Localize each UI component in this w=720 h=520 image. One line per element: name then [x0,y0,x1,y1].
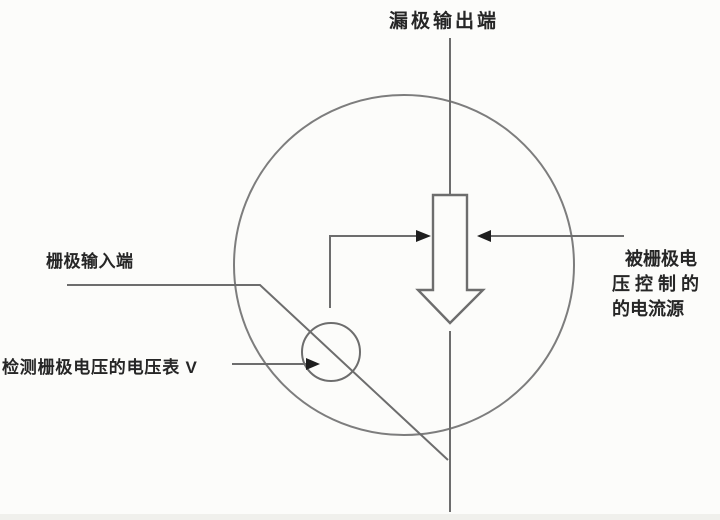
gate-input-label: 栅极输入端 [46,252,134,271]
current-source-label-line1: 被栅极电 [625,249,697,269]
current-source-label-line3: 的电流源 [612,299,684,319]
voltmeter-label: 检测栅极电压的电压表 V [2,358,198,377]
current-source-label-line2: 压 控 制 的 [612,274,700,294]
left-arrowhead-icon [416,230,431,242]
current-source-label: 被栅极电 压 控 制 的 的电流源 [612,247,699,322]
voltmeter-circle [301,322,361,382]
channel-current-arrow [415,193,486,325]
gate-input-lead-line [67,284,449,461]
gate-control-elbow-line [329,235,416,308]
right-arrowhead-icon [477,230,491,242]
drain-output-label: 漏极输出端 [389,11,500,32]
voltmeter-arrowhead-icon [306,358,320,370]
diagram-strokes [67,38,624,512]
image-bottom-edge [0,514,720,520]
transistor-body-circle [233,94,575,436]
arrowheads [306,230,491,370]
